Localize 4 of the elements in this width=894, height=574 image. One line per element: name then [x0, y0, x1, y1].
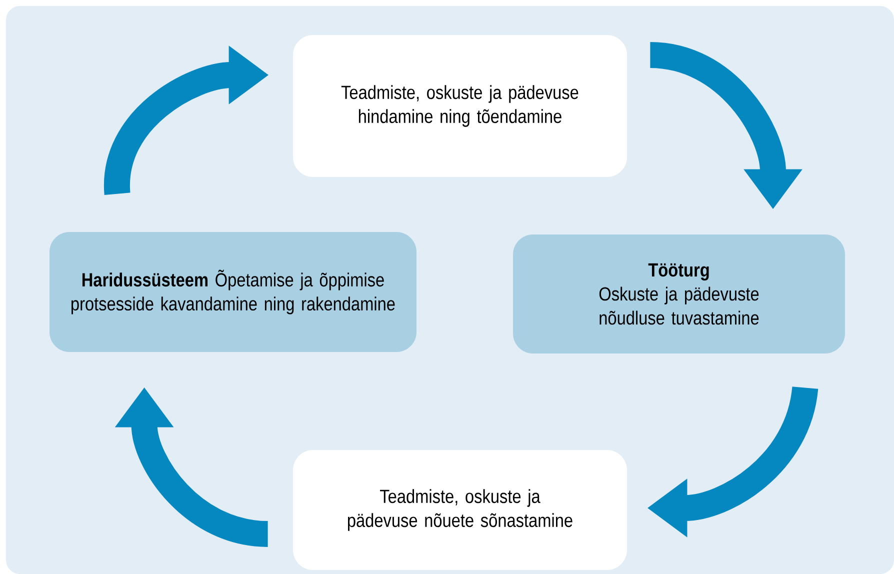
- stage-box: Haridussüsteem Õpetamise ja õppimise protsesside kavandamine ning rakendamine: [50, 232, 416, 352]
- process-box: Teadmiste, oskuste ja pädevuse nõuete sõnastamine: [293, 450, 627, 570]
- process-box: Teadmiste, oskuste ja pädevuse hindamine ning tõendamine: [293, 35, 627, 177]
- stage-box: Tööturg Oskuste ja pädevuste nõudluse tuvastamine: [513, 234, 845, 354]
